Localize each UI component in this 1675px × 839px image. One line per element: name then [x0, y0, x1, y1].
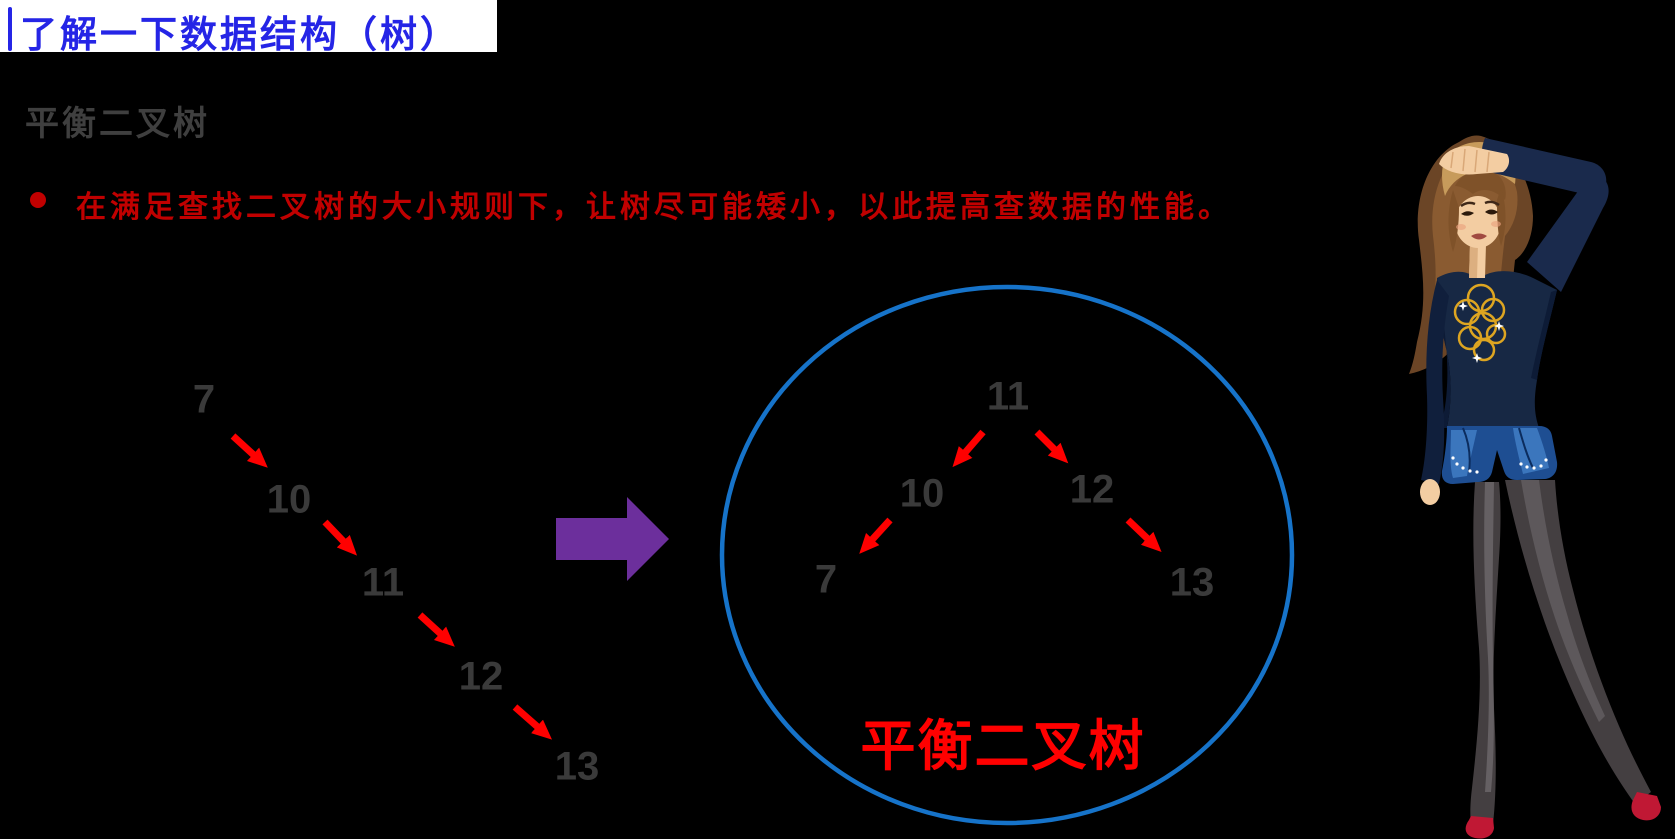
left-tree-node-12: 12 [458, 654, 504, 699]
edge-11-10-icon [952, 429, 986, 468]
title-box: 了解一下数据结构（树） [0, 0, 497, 55]
necklace-icon [1453, 283, 1507, 362]
edge-7-10-icon [230, 433, 268, 468]
left-tree-node-13: 13 [554, 744, 600, 789]
bullet-text: 在满足查找二叉树的大小规则下，让树尽可能矮小，以此提高查数据的性能。 [76, 191, 1232, 224]
left-tree-node-11: 11 [361, 560, 405, 605]
left-tree-node-7: 7 [192, 377, 216, 422]
balanced-tree-caption: 平衡二叉树 [860, 715, 1146, 777]
page-title: 了解一下数据结构（树） [20, 14, 460, 55]
edge-10-11-icon [322, 519, 358, 556]
edge-12-13-icon [512, 704, 553, 740]
woman-illustration [1409, 135, 1661, 839]
balanced-tree-node-7: 7 [814, 557, 838, 602]
bullet-icon [30, 192, 46, 208]
left-tree-node-10: 10 [266, 477, 312, 522]
transform-arrow-icon [556, 497, 669, 581]
balanced-tree-node-10: 10 [899, 471, 945, 516]
balanced-tree-node-12: 12 [1069, 467, 1115, 512]
edge-11-12-icon [1034, 429, 1069, 464]
balanced-tree-node-13: 13 [1169, 560, 1215, 605]
edge-11-12-icon [417, 612, 455, 647]
section-heading: 平衡二叉树 [25, 105, 210, 143]
balanced-tree-node-11: 11 [986, 374, 1030, 419]
edge-10-7-icon [859, 517, 893, 554]
edge-12-13-icon [1125, 517, 1162, 553]
title-accent-line [8, 7, 12, 51]
